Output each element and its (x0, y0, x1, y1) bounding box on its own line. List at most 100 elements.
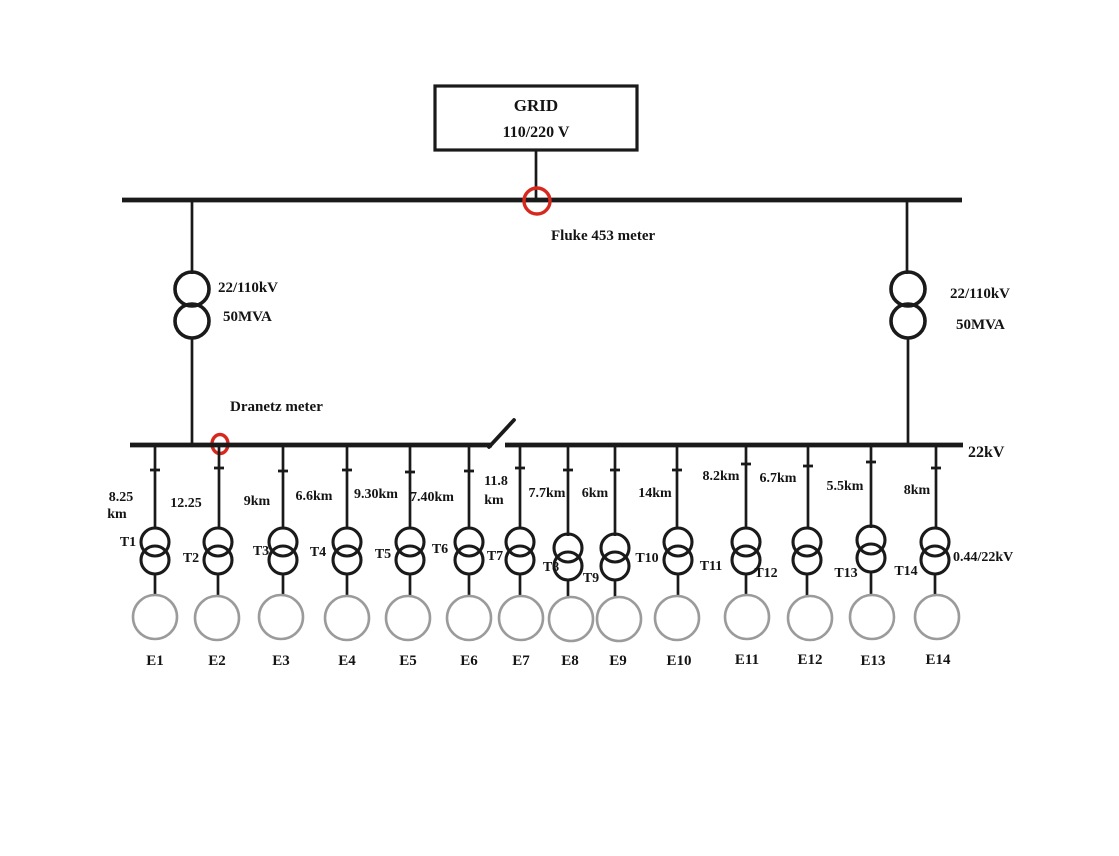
distribution-transformer-icon (504, 544, 536, 576)
transformer-label: T1 (120, 535, 136, 550)
load-circle (323, 594, 371, 642)
distribution-transformer-icon (331, 526, 363, 558)
distribution-transformer-icon (552, 532, 584, 564)
main-transformer-right-icon (889, 270, 927, 308)
main-transformer-left: 22/110kV 50MVA (173, 202, 278, 445)
feeder-14: 8km T14 E14 (894, 445, 961, 668)
transformer-label: T3 (253, 544, 269, 559)
load-circle (913, 593, 961, 641)
distribution-transformer-icon (267, 544, 299, 576)
feeder-8: 7.7km T8 E8 (529, 445, 595, 669)
distribution-transformer-icon (791, 544, 823, 576)
load-circle (723, 593, 771, 641)
load-label: E10 (666, 653, 691, 669)
feeder-distance-unit: km (484, 493, 504, 508)
feeder-3: 9km T3 E3 (244, 445, 305, 669)
load-label: E13 (860, 653, 885, 669)
feeder-13: 5.5km T13 E13 (827, 445, 896, 669)
load-circle (547, 595, 595, 643)
load-label: E5 (399, 653, 417, 669)
transformer-label: T2 (183, 551, 199, 566)
feeder-distance-label: 6.7km (760, 471, 797, 486)
feeder-distance-label: 5.5km (827, 479, 864, 494)
load-circle (653, 594, 701, 642)
main-transformer-left-icon (173, 302, 211, 340)
transformer-label: T4 (310, 545, 326, 560)
main-transformer-right-ratio: 22/110kV (950, 286, 1010, 302)
distribution-transformer-icon (139, 544, 171, 576)
load-circle (848, 593, 896, 641)
distribution-transformer-icon (331, 544, 363, 576)
grid-title: GRID (514, 96, 558, 115)
load-circle (384, 594, 432, 642)
feeder-distance-label: 12.25 (170, 496, 202, 511)
load-circle (193, 594, 241, 642)
transformer-label: T11 (700, 559, 723, 574)
distribution-transformer-icon (504, 526, 536, 558)
transformer-label: T13 (834, 566, 857, 581)
load-label: E8 (561, 653, 579, 669)
mv-bus-voltage-label: 22kV (968, 444, 1005, 461)
distribution-transformer-icon (202, 526, 234, 558)
load-label: E9 (609, 653, 627, 669)
load-circle (595, 595, 643, 643)
dranetz-meter-label: Dranetz meter (230, 399, 323, 415)
main-transformer-right-icon (889, 302, 927, 340)
distribution-transformer-icon (730, 526, 762, 558)
distribution-transformer-icon (855, 524, 887, 556)
load-label: E2 (208, 653, 226, 669)
distribution-transformer-icon (453, 526, 485, 558)
feeder-1: 8.25 km T1 E1 (107, 445, 179, 669)
feeder-7: 11.8 km T7 E7 (484, 445, 545, 669)
feeder-9: 6km T9 E9 (582, 445, 643, 669)
transformer-label: T14 (894, 564, 917, 579)
feeder-12: 6.7km T12 E12 (754, 445, 834, 668)
main-transformer-left-icon (173, 270, 211, 308)
feeder-distance-unit: km (107, 507, 127, 522)
feeder-distance-label: 8km (904, 483, 931, 498)
distribution-transformer-icon (919, 544, 951, 576)
load-circle (445, 594, 493, 642)
distribution-transformer-icon (267, 526, 299, 558)
bus-switch-blade (487, 418, 516, 449)
feeder-distance-label: 7.40km (410, 490, 454, 505)
feeder-distance-label: 11.8 (484, 474, 508, 489)
distribution-transformer-icon (599, 550, 631, 582)
feeder-distance-label: 6.6km (296, 489, 333, 504)
distribution-transformer-icon (791, 526, 823, 558)
feeder-10: 14km T10 E10 (635, 445, 701, 669)
distribution-transformer-icon (394, 526, 426, 558)
feeder-6: 7.40km T6 E6 (410, 445, 493, 669)
grid-voltage-label: 110/220 V (503, 124, 570, 141)
feeder-2: 12.25 T2 E2 (170, 445, 241, 669)
load-label: E1 (146, 653, 164, 669)
distribution-transformer-icon (919, 526, 951, 558)
load-label: E11 (735, 652, 759, 668)
feeder-distance-label: 8.2km (703, 469, 740, 484)
transformer-label: T12 (754, 566, 777, 581)
load-label: E14 (925, 652, 951, 668)
load-label: E3 (272, 653, 290, 669)
load-circle (497, 594, 545, 642)
main-transformer-right: 22/110kV 50MVA (889, 202, 1010, 445)
feeder-5: 9.30km T5 E5 (354, 445, 432, 669)
main-transformer-left-rating: 50MVA (223, 309, 272, 325)
load-circle (786, 594, 834, 642)
distribution-transformer-icon (599, 532, 631, 564)
transformer-label: T6 (432, 542, 448, 557)
feeder-distance-label: 6km (582, 486, 609, 501)
load-label: E4 (338, 653, 356, 669)
feeder-4: 6.6km T4 E4 (296, 445, 371, 669)
transformer-label: T8 (543, 560, 559, 575)
distribution-transformer-icon (394, 544, 426, 576)
transformer-label: T5 (375, 547, 391, 562)
distribution-transformer-icon (453, 544, 485, 576)
transformer-label: T10 (635, 551, 658, 566)
feeder-distance-label: 14km (638, 486, 672, 501)
distribution-transformer-icon (855, 542, 887, 574)
load-label: E12 (797, 652, 822, 668)
distribution-transformer-icon (662, 544, 694, 576)
distribution-transformer-icon (139, 526, 171, 558)
feeder-distance-label: 9.30km (354, 487, 398, 502)
